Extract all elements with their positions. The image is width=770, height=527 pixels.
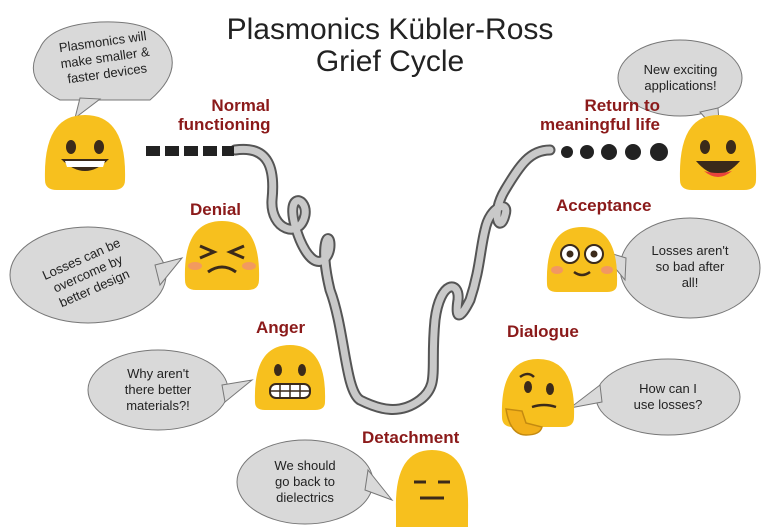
flushed-face-icon: [547, 227, 617, 292]
expressionless-face-icon: [396, 450, 468, 527]
stage-label-return-line-1: Return to: [520, 96, 660, 115]
bubble-detachment-line-1: We should: [250, 458, 360, 474]
bubble-return-line-2: applications!: [628, 78, 733, 94]
tired-face-icon: [185, 221, 259, 290]
bubble-dialogue-line-1: How can I: [618, 381, 718, 397]
stage-label-denial: Denial: [190, 200, 241, 219]
smiling-face-icon: [680, 115, 756, 190]
bubble-text-detachment: We should go back to dielectrics: [250, 458, 360, 506]
bubble-dialogue-line-2: use losses?: [618, 397, 718, 413]
diagram-title: Plasmonics Kübler-Ross Grief Cycle: [200, 14, 580, 78]
bubble-acceptance-line-1: Losses aren't: [640, 243, 740, 259]
bubble-anger-line-2: there better: [103, 382, 213, 398]
normal-functioning-dashes: [146, 146, 234, 156]
return-dots: [561, 143, 668, 161]
bubble-acceptance-line-3: all!: [640, 275, 740, 291]
stage-label-normal-line-2: functioning: [178, 115, 270, 134]
bubble-text-return: New exciting applications!: [628, 62, 733, 94]
grinning-face-icon: [45, 115, 125, 190]
stage-label-acceptance: Acceptance: [556, 196, 651, 215]
bubble-detachment-line-3: dielectrics: [250, 490, 360, 506]
thinking-face-icon: [502, 359, 574, 435]
title-line-2: Grief Cycle: [200, 46, 580, 78]
stage-label-return: Return to meaningful life: [520, 96, 660, 134]
bubble-anger-line-1: Why aren't: [103, 366, 213, 382]
stage-label-normal-functioning: Normal functioning: [178, 96, 270, 134]
stage-label-dialogue: Dialogue: [507, 322, 579, 341]
stage-label-anger: Anger: [256, 318, 305, 337]
title-line-1: Plasmonics Kübler-Ross: [200, 14, 580, 46]
bubble-text-acceptance: Losses aren't so bad after all!: [640, 243, 740, 291]
bubble-text-anger: Why aren't there better materials?!: [103, 366, 213, 414]
stage-label-detachment: Detachment: [362, 428, 459, 447]
bubble-return-line-1: New exciting: [628, 62, 733, 78]
bubble-text-dialogue: How can I use losses?: [618, 381, 718, 413]
stage-label-return-line-2: meaningful life: [520, 115, 660, 134]
stage-label-normal-line-1: Normal: [178, 96, 270, 115]
bubble-detachment-line-2: go back to: [250, 474, 360, 490]
bubble-anger-line-3: materials?!: [103, 398, 213, 414]
bubble-acceptance-line-2: so bad after: [640, 259, 740, 275]
grimacing-face-icon: [255, 345, 325, 410]
